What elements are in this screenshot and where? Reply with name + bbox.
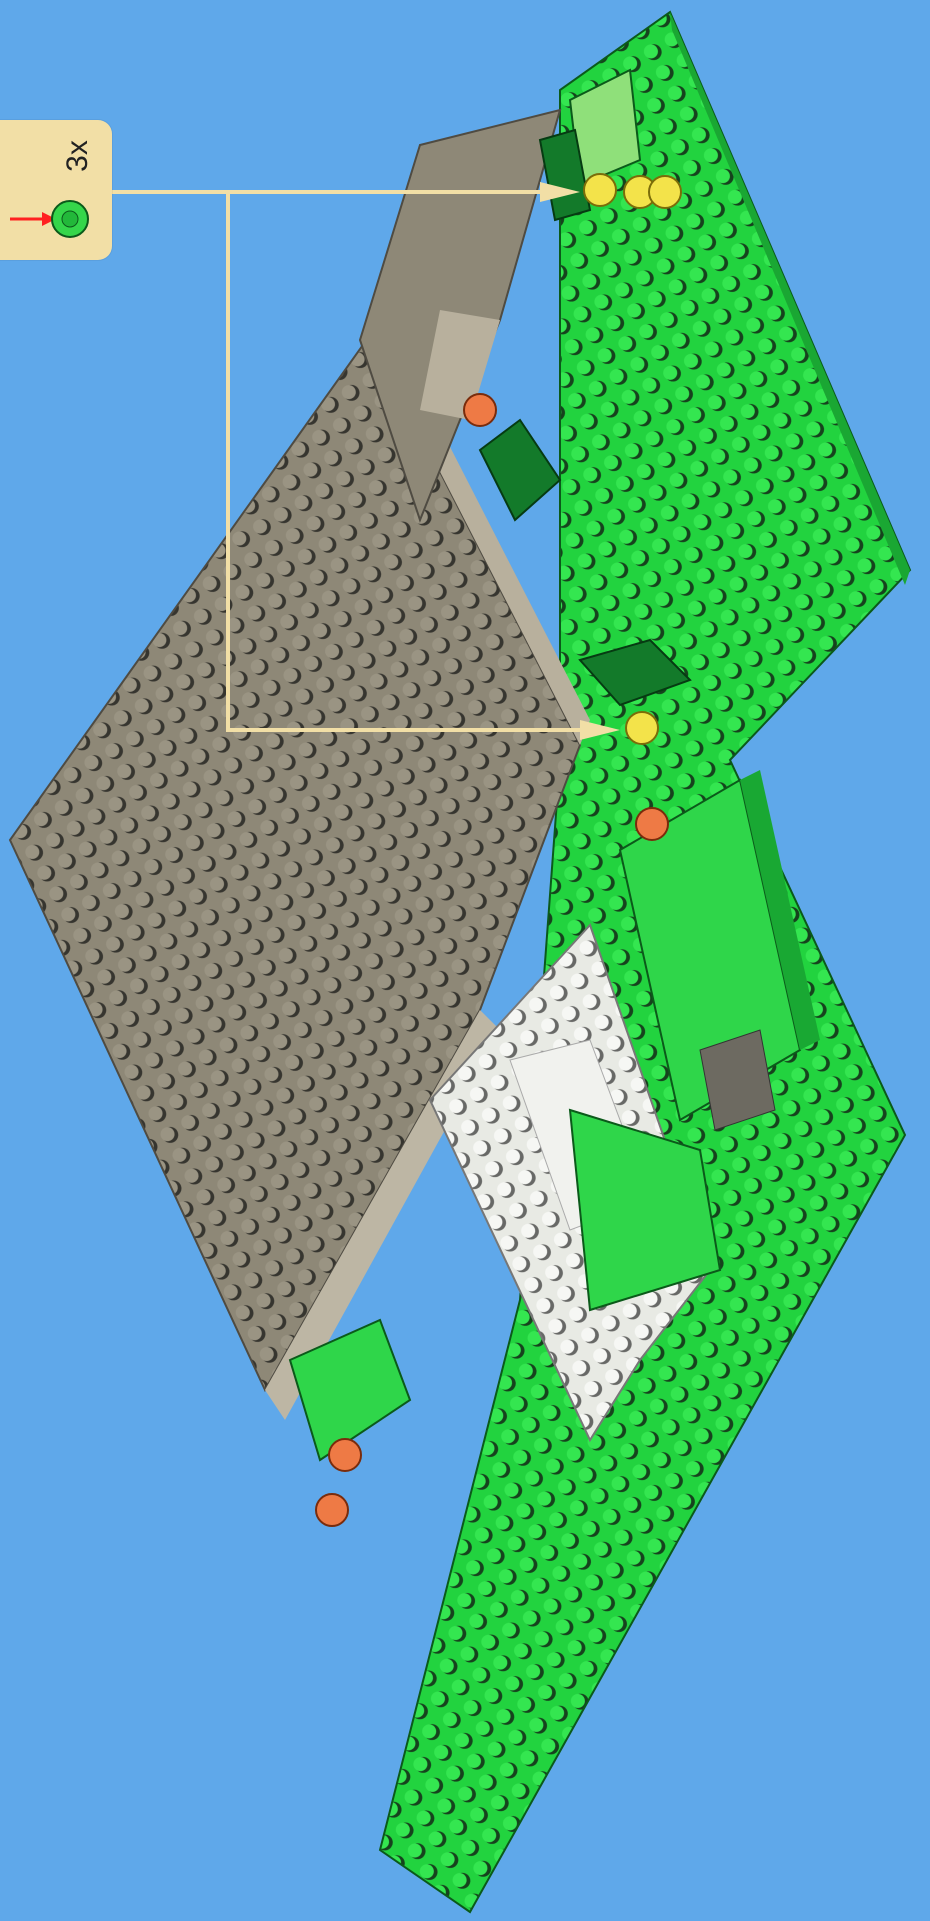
part-quantity-label: 3x [60, 136, 96, 176]
